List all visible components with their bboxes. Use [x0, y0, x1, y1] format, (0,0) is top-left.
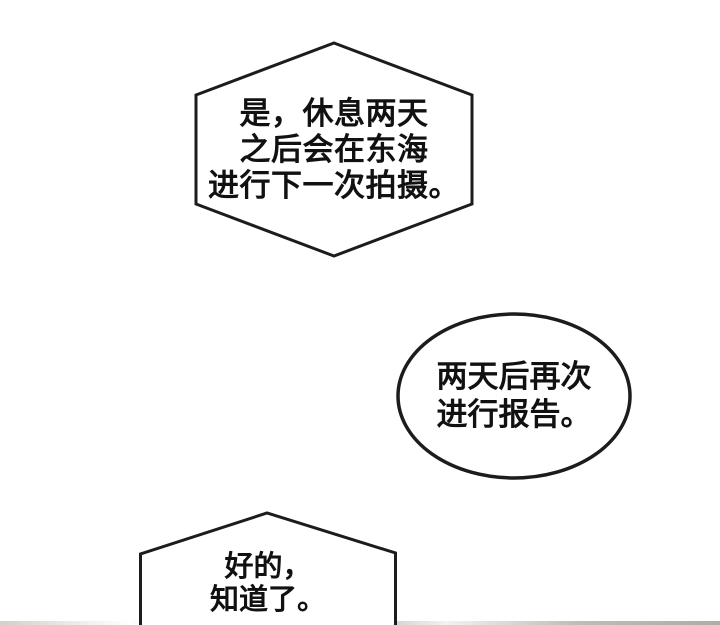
speech-bubble-bottom-hexagon: 好的， 知道了。 [139, 510, 397, 625]
speech-line: 两天后再次 [436, 359, 592, 394]
speech-line: 好的， [224, 551, 312, 583]
hexagon-shape [194, 41, 474, 258]
hexagon-cutoff-outline [139, 511, 397, 625]
speech-line: 进行下一次拍摄。 [208, 167, 460, 203]
speech-text-middle: 两天后再次 进行报告。 [394, 310, 634, 482]
oval-bubble-outline [396, 312, 632, 480]
speech-bubble-oval: 两天后再次 进行报告。 [394, 310, 634, 482]
oval-shape [396, 312, 632, 480]
speech-line: 是，休息两天 [239, 95, 429, 131]
hexagon-cutoff-shape [139, 511, 397, 625]
speech-lines-block: 两天后再次 进行报告。 [437, 358, 592, 434]
speech-text-bottom: 好的， 知道了。 [139, 510, 397, 625]
speech-line: 之后会在东海 [239, 131, 429, 167]
speech-line: 知道了。 [209, 584, 326, 616]
hexagon-bubble-outline [194, 41, 474, 258]
speech-text-top: 是，休息两天 之后会在东海 进行下一次拍摄。 [193, 41, 475, 258]
speech-bubble-top-hexagon: 是，休息两天 之后会在东海 进行下一次拍摄。 [193, 41, 475, 258]
speech-line: 进行报告。 [436, 397, 592, 432]
